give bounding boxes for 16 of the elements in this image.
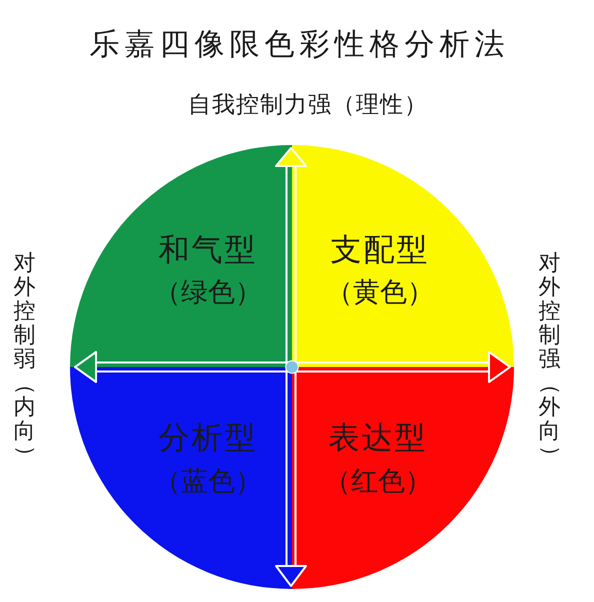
type-label: 表达型 [328, 420, 428, 456]
axis-label: 对外控制弱（内向） [13, 252, 36, 468]
quadrant-segment [70, 145, 292, 367]
quadrant-segment [70, 367, 292, 589]
axis-label: 自我控制力强（理性） [188, 91, 428, 119]
color-label: （蓝色） [154, 465, 262, 499]
axis-label: 对外控制强（外向） [538, 252, 561, 468]
type-label: 和气型 [158, 232, 258, 268]
type-label: 支配型 [330, 232, 430, 268]
color-label: （红色） [324, 465, 432, 499]
color-label: （黄色） [326, 276, 434, 310]
diagram-title: 乐嘉四像限色彩性格分析法 [88, 26, 510, 64]
color-label: （绿色） [154, 276, 262, 310]
quadrant-segment [292, 367, 514, 589]
quadrant-segment [292, 145, 514, 367]
type-label: 分析型 [158, 420, 258, 456]
